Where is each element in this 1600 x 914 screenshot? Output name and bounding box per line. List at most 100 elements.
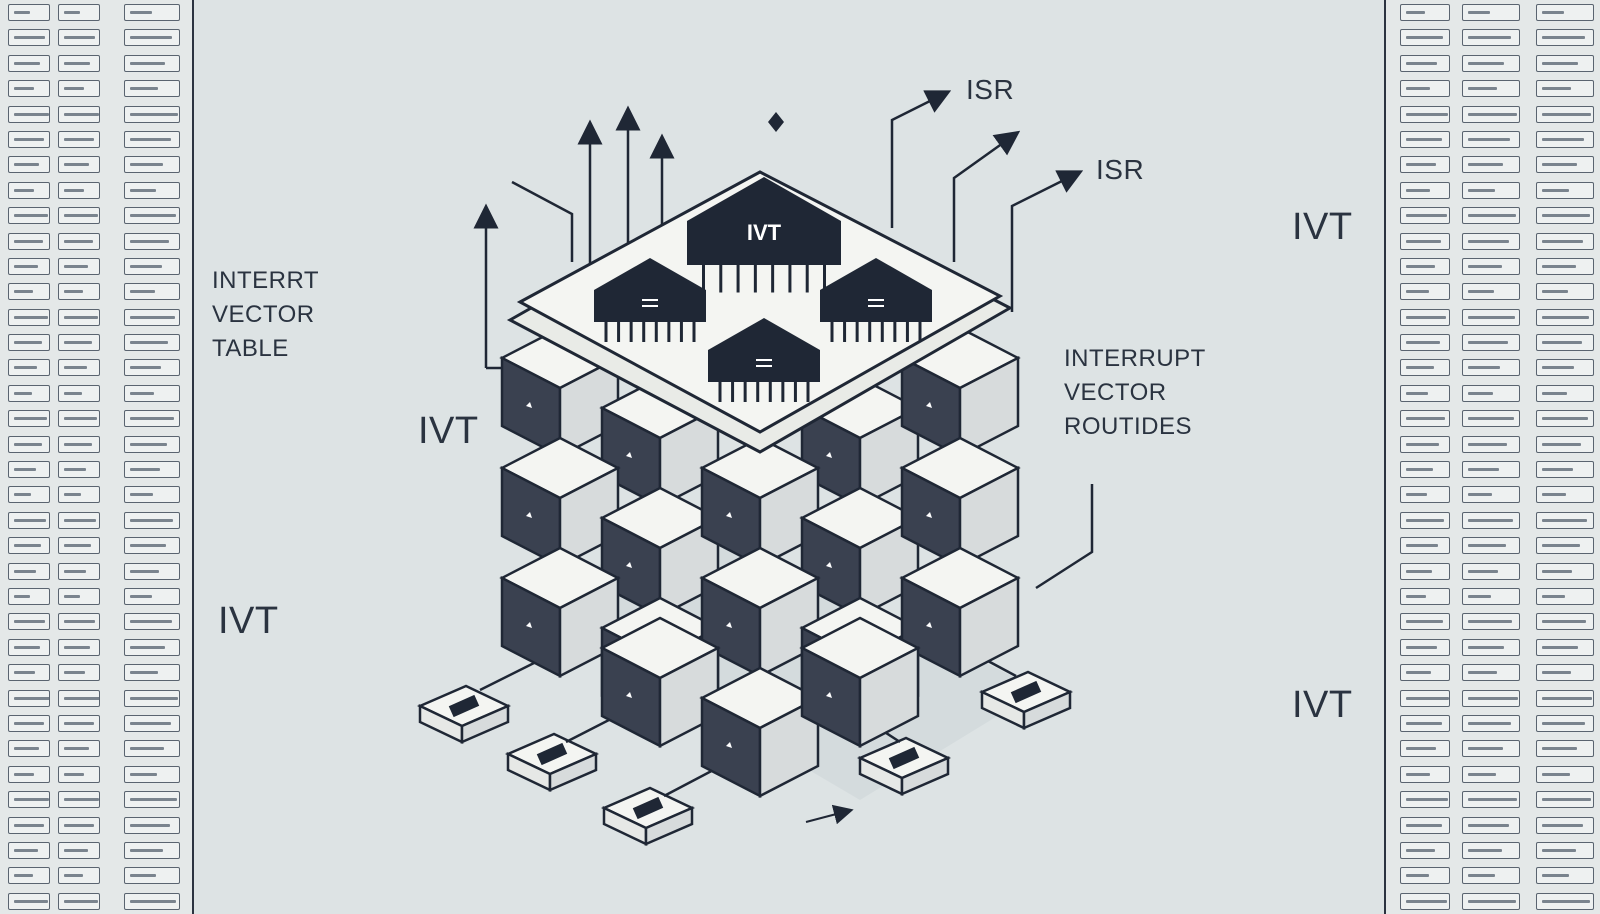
memory-cell [8, 156, 50, 174]
storage-block [699, 666, 821, 799]
memory-cell-bar [1406, 848, 1436, 852]
memory-cell [124, 80, 180, 98]
memory-cell [58, 892, 100, 910]
memory-cell-bar [14, 341, 43, 345]
memory-cell-bar [64, 493, 82, 497]
memory-cell [58, 537, 100, 555]
memory-cell-bar [1468, 137, 1510, 141]
memory-cell-bar [130, 874, 156, 878]
memory-cell-bar [64, 112, 99, 116]
microchip-icon: IVT [687, 177, 841, 293]
memory-cell-bar [1542, 671, 1572, 675]
memory-cell-bar [1406, 188, 1430, 192]
memory-cell [124, 816, 180, 834]
memory-cell [58, 664, 100, 682]
memory-cell-bar [130, 366, 162, 370]
memory-cell-bar [64, 620, 96, 624]
memory-cell [58, 613, 100, 631]
memory-cell-bar [1468, 747, 1504, 751]
memory-cell-bar [1406, 341, 1441, 345]
memory-cell [1462, 54, 1520, 72]
memory-cell [1462, 714, 1520, 732]
block-right-face [858, 645, 920, 749]
memory-cell-bar [1468, 696, 1518, 700]
memory-cell-bar [130, 645, 166, 649]
memory-cell-bar [1542, 61, 1578, 65]
memory-cell [124, 740, 180, 758]
memory-cell [1536, 435, 1594, 453]
memory-cell-bar [64, 721, 95, 725]
memory-cell-bar [1542, 11, 1565, 14]
memory-cell-bar [64, 823, 94, 827]
memory-cell-bar [64, 87, 85, 91]
memory-cell-bar [130, 468, 161, 472]
microchip-icon [820, 258, 932, 342]
memory-cell-bar [64, 315, 98, 319]
platform-top [516, 170, 1004, 434]
module-chip [448, 694, 480, 718]
memory-cell [8, 816, 50, 834]
ivt-label-left-lower: IVT [218, 600, 279, 642]
memory-cell-bar [14, 264, 38, 268]
memory-cell [58, 410, 100, 428]
memory-cell [58, 80, 100, 98]
memory-cell [58, 638, 100, 656]
memory-cell-bar [1468, 341, 1508, 345]
memory-cell [8, 867, 50, 885]
memory-cell-bar [14, 163, 39, 167]
memory-cell [1462, 4, 1520, 21]
floor-module [600, 786, 696, 846]
memory-cell-bar [1406, 391, 1428, 395]
memory-cell-bar [130, 620, 173, 624]
memory-cell-bar [1406, 315, 1447, 319]
memory-cell [8, 80, 50, 98]
memory-cell-bar [1542, 518, 1587, 522]
memory-cell-bar [64, 696, 99, 700]
memory-cell [1462, 892, 1520, 910]
memory-cell [1462, 308, 1520, 326]
memory-cell-bar [1406, 721, 1443, 725]
block-keyhole [726, 512, 732, 518]
memory-cell [1462, 511, 1520, 529]
connector-arrow [1010, 170, 1084, 312]
memory-cell [58, 435, 100, 453]
memory-cell-bar [1468, 620, 1512, 624]
memory-cell-bar [1542, 823, 1584, 827]
memory-cell [124, 257, 180, 275]
right-memory-strip [1384, 0, 1600, 914]
memory-cell [1536, 486, 1594, 504]
memory-cell-bar [1406, 620, 1444, 624]
memory-cell [1400, 435, 1450, 453]
memory-cell [124, 232, 180, 250]
memory-cell-bar [130, 671, 159, 675]
ivt-label-right-lower: IVT [1292, 684, 1353, 726]
block-keyhole [526, 622, 532, 628]
memory-cell-bar [64, 214, 99, 218]
label-line: TABLE [212, 335, 289, 362]
memory-cell-bar [1542, 341, 1582, 345]
diamond-marker-icon [768, 112, 784, 132]
memory-cell [1536, 664, 1594, 682]
memory-cell-bar [1406, 366, 1434, 370]
connector-arrow [890, 90, 952, 228]
memory-cell-bar [130, 696, 179, 700]
memory-cell-bar [1542, 696, 1592, 700]
memory-cell [58, 105, 100, 123]
memory-cell [8, 892, 50, 910]
memory-cell-bar [1406, 518, 1445, 522]
memory-cell [8, 511, 50, 529]
memory-cell [58, 130, 100, 148]
memory-cell-bar [1468, 11, 1491, 14]
memory-cell-bar [1406, 214, 1448, 218]
memory-cell-bar [1542, 493, 1567, 497]
memory-cell [1536, 638, 1594, 656]
memory-cell [8, 435, 50, 453]
memory-cell-bar [64, 848, 89, 852]
memory-cell [124, 207, 180, 225]
memory-cell [58, 587, 100, 605]
memory-cell [1400, 562, 1450, 580]
memory-cell-bar [64, 569, 86, 573]
memory-cell [1536, 867, 1594, 885]
memory-cell-bar [130, 417, 175, 421]
